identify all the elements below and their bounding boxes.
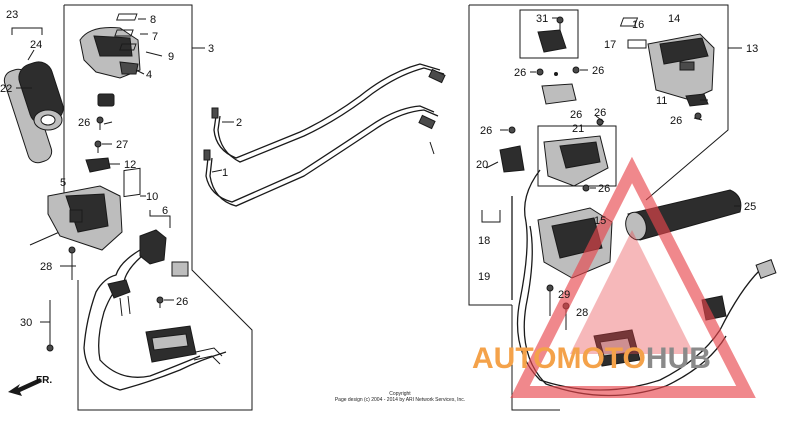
watermark-logo [510,156,756,398]
callout-28: 28 [40,261,52,273]
callout-27: 27 [116,139,128,151]
callout-15: 15 [594,215,606,227]
callout-25: 25 [744,201,756,213]
left-grip [3,27,64,164]
switch-housing-lower [47,185,123,251]
callout-31: 31 [536,13,548,25]
leader-lines [16,17,740,323]
callout-20: 20 [476,159,488,171]
callout-numbers: 8 7 9 3 4 23 24 22 26 27 12 5 10 6 28 26… [0,9,758,329]
callout-1: 1 [222,167,228,179]
copyright-line1: Copyright [389,391,411,397]
callout-26d: 26 [592,65,604,77]
callout-24: 24 [30,39,42,51]
callout-2: 2 [236,117,242,129]
small-parts-left [85,93,115,173]
callout-28b: 28 [576,307,588,319]
callout-16: 16 [632,19,644,31]
watermark-part1: AUTOMOTO [472,342,646,375]
callout-3: 3 [208,43,214,55]
callout-14: 14 [668,13,680,25]
callout-26g: 26 [480,125,492,137]
switch-cover-right [619,17,715,120]
callout-9: 9 [168,51,174,63]
callout-8: 8 [150,14,156,26]
front-direction-arrow: FR. [8,375,52,396]
insulator-sheet [123,167,141,198]
callout-6: 6 [162,205,168,217]
callout-5: 5 [60,177,66,189]
callout-26b: 26 [176,296,188,308]
switch-housing-right-lower [537,207,613,279]
callout-30: 30 [20,317,32,329]
callout-4: 4 [146,69,152,81]
callout-10: 10 [146,191,158,203]
callout-29: 29 [558,289,570,301]
callout-26: 26 [78,117,90,129]
callout-26f: 26 [670,115,682,127]
callout-17: 17 [604,39,616,51]
callout-13: 13 [746,43,758,55]
copyright-line2: Page design (c) 2004 - 2014 by ARI Netwo… [335,397,465,403]
callout-26i: 26 [598,183,610,195]
callout-12: 12 [124,159,136,171]
callout-11: 11 [656,95,667,107]
callout-26c: 26 [514,67,526,79]
callout-22: 22 [0,83,12,95]
right-group-outline [468,4,742,411]
callout-26e: 26 [594,107,606,119]
switch-housing-upper [79,27,141,79]
callout-19: 19 [478,271,490,283]
watermark-part2: HUB [646,342,711,375]
left-harness [83,249,227,391]
fr-label: FR. [36,375,52,386]
watermark-text: AUTOMOTOHUB [472,342,711,375]
switch-assembly [139,210,189,277]
throttle-cables [203,63,446,207]
callout-23: 23 [6,9,18,21]
ignition-switch-parts [519,9,580,105]
bracket-and-rod [481,196,513,300]
bolts-left [46,246,76,352]
callout-7: 7 [152,31,158,43]
callout-18: 18 [478,235,490,247]
callout-26h: 26 [570,109,582,121]
switch-housing-right [499,118,617,223]
callout-21: 21 [572,123,584,135]
label-stickers [114,13,138,51]
